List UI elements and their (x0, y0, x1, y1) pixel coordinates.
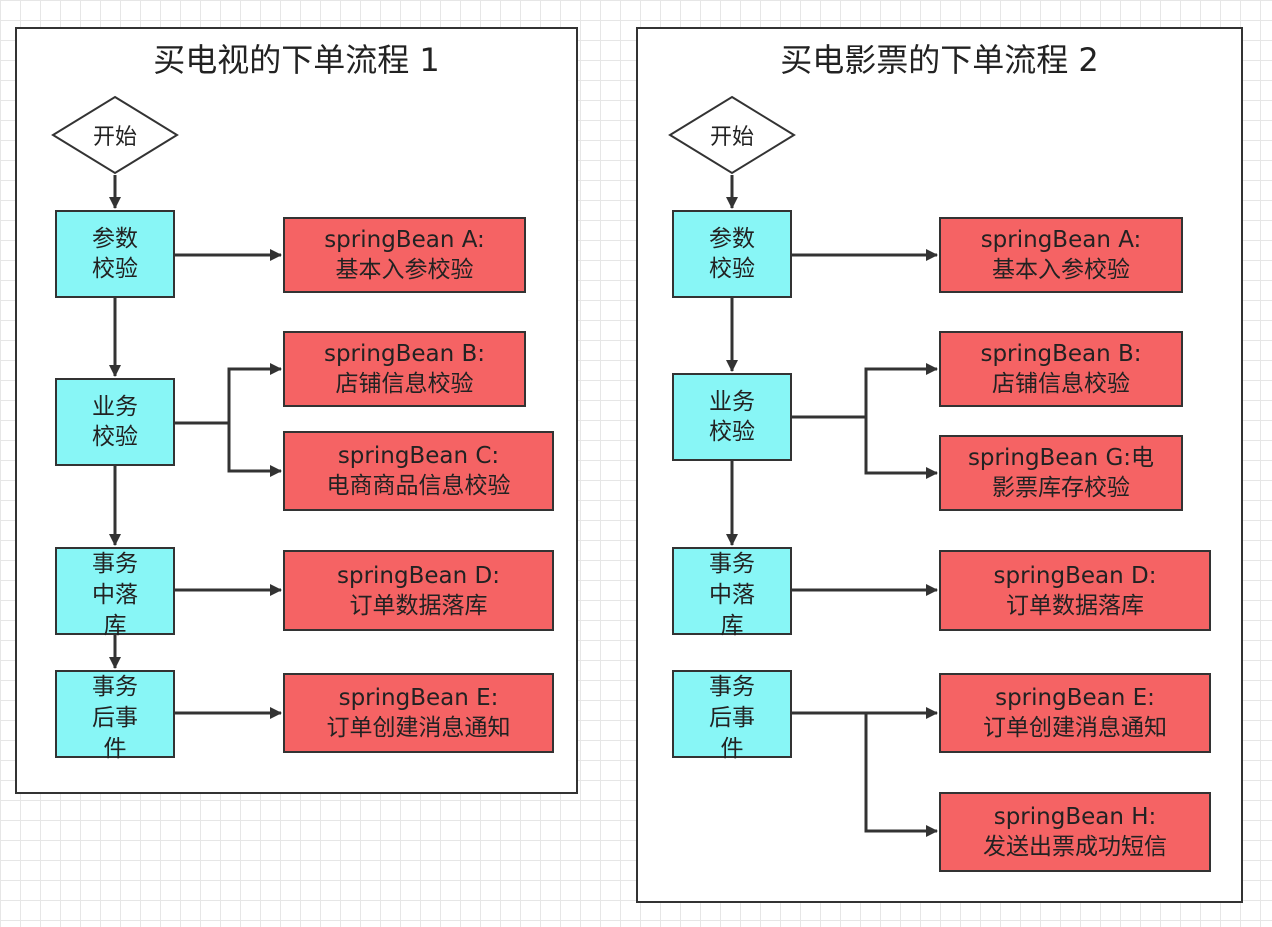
d1-start-node: 开始 (51, 95, 179, 175)
d1-bean-d: springBean D: 订单数据落库 (283, 550, 554, 631)
d1-bean-d-line1: springBean D: (337, 562, 500, 589)
d1-step-4-line3: 件 (103, 736, 127, 762)
d2-step-2-line2: 校验 (709, 419, 755, 445)
d2-step-2-line1: 业务 (709, 389, 755, 415)
d1-step-1-line1: 参数 (92, 226, 138, 252)
d1-bean-b-line1: springBean B: (323, 341, 486, 367)
d1-bean-a: springBean A: 基本入参校验 (283, 217, 526, 293)
d1-step-1-line2: 校验 (92, 256, 138, 282)
d2-start-node: 开始 (668, 95, 796, 175)
d2-step-4-line2: 后事 (709, 705, 755, 731)
d2-bean-d: springBean D: 订单数据落库 (939, 550, 1211, 631)
d1-bean-e: springBean E: 订单创建消息通知 (283, 673, 554, 753)
start-diamond-icon (668, 95, 796, 175)
d2-bean-g: springBean G:电 影票库存校验 (939, 435, 1183, 511)
d1-bean-a-line2: 基本入参校验 (335, 257, 474, 283)
d2-bean-g-line1: springBean G:电 (967, 445, 1155, 471)
d2-step-3-line3: 库 (720, 613, 744, 639)
d1-link-step2-bean-b (227, 363, 282, 423)
d1-bean-e-line1: springBean E: (338, 685, 499, 711)
d1-step-3-line2: 中落 (92, 582, 138, 608)
d2-link-step2-bean-b (864, 363, 938, 417)
diagram-1-title: 买电视的下单流程 1 (153, 41, 440, 79)
d2-step-4-line1: 事务 (709, 674, 755, 700)
d2-step-3-line2: 中落 (709, 582, 755, 608)
diagram-2-title: 买电影票的下单流程 2 (780, 41, 1099, 79)
d2-bean-e-line1: springBean E: (995, 685, 1155, 711)
d2-bean-h: springBean H: 发送出票成功短信 (939, 792, 1211, 872)
d2-bean-a-line1: springBean A: (980, 227, 1142, 253)
d2-bean-a: springBean A: 基本入参校验 (939, 217, 1183, 293)
d1-bean-d-line2: 订单数据落库 (349, 592, 488, 619)
d2-bean-h-line1: springBean H: (993, 804, 1157, 830)
d1-step-3-line3: 库 (103, 613, 127, 639)
d1-step-param-check: 参数 校验 (55, 210, 175, 298)
d2-bean-d-line1: springBean D: (993, 562, 1157, 589)
d2-link-step4-bean-h (864, 713, 938, 837)
d1-bean-e-line2: 订单创建消息通知 (326, 715, 511, 741)
d1-bean-c: springBean C: 电商商品信息校验 (283, 431, 554, 511)
d1-step-4-line1: 事务 (92, 674, 138, 700)
d2-bean-a-line2: 基本入参校验 (992, 257, 1130, 283)
d1-step-2-line2: 校验 (92, 424, 138, 450)
d2-bean-h-line2: 发送出票成功短信 (983, 834, 1167, 860)
d1-bean-a-line1: springBean A: (324, 227, 485, 253)
d2-bean-b-line1: springBean B: (980, 341, 1142, 367)
d2-link-step2-bean-g (864, 417, 938, 479)
d1-step-after-transaction: 事务 后事 件 (55, 670, 175, 762)
d2-step-business-check: 业务 校验 (672, 373, 792, 461)
d1-start-label: 开始 (92, 125, 137, 150)
d1-bean-c-line1: springBean C: (337, 443, 500, 469)
start-diamond-icon (51, 95, 179, 175)
d2-step-param-check: 参数 校验 (672, 210, 792, 298)
d1-step-3-line1: 事务 (92, 551, 138, 577)
d1-step-2-line1: 业务 (92, 394, 138, 420)
d2-bean-d-line2: 订单数据落库 (1006, 592, 1144, 619)
d2-bean-b-line2: 店铺信息校验 (992, 371, 1130, 397)
d2-step-3-line1: 事务 (709, 551, 755, 577)
d2-bean-e: springBean E: 订单创建消息通知 (939, 673, 1211, 753)
d1-step-4-line2: 后事 (92, 705, 138, 731)
d1-bean-c-line2: 电商商品信息校验 (326, 473, 511, 499)
d2-step-in-transaction: 事务 中落 库 (672, 547, 792, 639)
d2-bean-g-line2: 影票库存校验 (992, 475, 1130, 501)
d1-step-in-transaction: 事务 中落 库 (55, 547, 175, 639)
d2-step-after-transaction: 事务 后事 件 (672, 670, 792, 762)
d2-step-1-line2: 校验 (709, 256, 755, 282)
d1-bean-b: springBean B: 店铺信息校验 (283, 331, 526, 407)
d2-step-1-line1: 参数 (709, 226, 755, 252)
d1-step-business-check: 业务 校验 (55, 378, 175, 466)
d1-bean-b-line2: 店铺信息校验 (335, 371, 474, 397)
d1-link-step2-bean-c (227, 423, 282, 477)
d2-start-label: 开始 (709, 125, 754, 150)
d2-step-4-line3: 件 (720, 736, 744, 762)
d2-bean-e-line2: 订单创建消息通知 (983, 715, 1167, 741)
d2-bean-b: springBean B: 店铺信息校验 (939, 331, 1183, 407)
